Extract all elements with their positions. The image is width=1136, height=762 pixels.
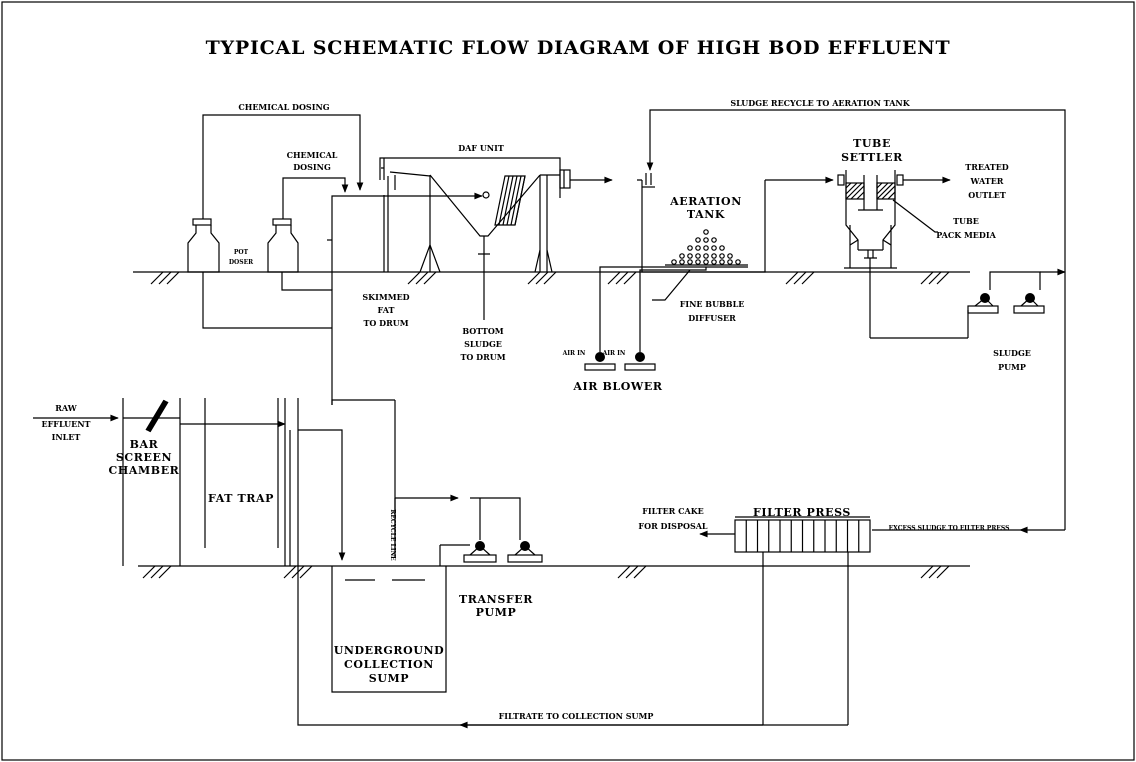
label-sludge-pump-l2: PUMP bbox=[998, 362, 1026, 372]
label-bottom-l1: BOTTOM bbox=[462, 326, 503, 336]
diagram-title: TYPICAL SCHEMATIC FLOW DIAGRAM OF HIGH B… bbox=[206, 37, 951, 59]
transfer-pump-lines bbox=[439, 497, 521, 566]
label-bottom-l2: SLUDGE bbox=[464, 339, 502, 349]
label-transfer-l1: TRANSFER bbox=[459, 593, 533, 606]
label-air-in-2: AIR IN bbox=[602, 350, 626, 357]
label-raw-l1: RAW bbox=[55, 403, 77, 413]
labels: CHEMICAL DOSING CHEMICAL DOSING POT DOSE… bbox=[42, 98, 1031, 721]
label-raw-l3: INLET bbox=[52, 432, 81, 442]
label-chemical-dosing-2-l1: CHEMICAL bbox=[287, 150, 338, 160]
ground-hatching bbox=[142, 271, 950, 579]
ground-lines bbox=[133, 271, 970, 567]
label-chemical-dosing-2-l2: DOSING bbox=[293, 162, 331, 172]
label-excess-sludge: EXCESS SLUDGE TO FILTER PRESS bbox=[889, 525, 1010, 532]
tube-settler bbox=[837, 170, 904, 269]
label-sump-l1: UNDERGROUND bbox=[334, 644, 445, 657]
label-bar-l3: CHAMBER bbox=[109, 464, 180, 477]
label-sludge-recycle: SLUDGE RECYCLE TO AERATION TANK bbox=[730, 98, 910, 108]
label-bar-l2: SCREEN bbox=[116, 451, 172, 464]
label-fine-bubble-l1: FINE BUBBLE bbox=[680, 299, 745, 309]
air-blower-1 bbox=[584, 352, 616, 371]
air-blower-lines bbox=[599, 266, 707, 352]
label-sump-l2: COLLECTION bbox=[344, 658, 434, 671]
label-tube-pack-l2: PACK MEDIA bbox=[936, 230, 996, 240]
label-filtrate: FILTRATE TO COLLECTION SUMP bbox=[499, 711, 654, 721]
label-bottom-l3: TO DRUM bbox=[460, 352, 505, 362]
sludge-pump-1 bbox=[967, 293, 999, 314]
fat-trap bbox=[180, 398, 346, 566]
label-tube-settler-l2: SETTLER bbox=[841, 151, 903, 164]
label-fat-trap: FAT TRAP bbox=[208, 492, 274, 505]
recycle-line bbox=[331, 399, 459, 558]
label-filter-press: FILTER PRESS bbox=[753, 506, 851, 519]
label-aeration-l1: AERATION bbox=[669, 195, 742, 208]
label-skimmed-l1: SKIMMED bbox=[362, 292, 409, 302]
label-bar-l1: BAR bbox=[130, 438, 159, 451]
label-raw-l2: EFFLUENT bbox=[42, 419, 91, 429]
label-air-blower: AIR BLOWER bbox=[572, 380, 662, 393]
label-chemical-dosing-1: CHEMICAL DOSING bbox=[238, 102, 329, 112]
air-blower-2 bbox=[624, 352, 656, 371]
label-recycle-line: RECYCLE LINE bbox=[389, 509, 396, 561]
tube-pack-hatching bbox=[845, 182, 896, 200]
label-treated-l3: OUTLET bbox=[968, 190, 1006, 200]
label-pot-doser-l2: DOSER bbox=[229, 259, 254, 266]
filter-press bbox=[459, 516, 871, 729]
sludge-recycle-line bbox=[646, 109, 1066, 534]
label-skimmed-l3: TO DRUM bbox=[363, 318, 408, 328]
pot-doser-1 bbox=[187, 218, 220, 273]
pot-doser-2 bbox=[267, 218, 299, 273]
bar-screen-chamber bbox=[122, 398, 181, 566]
label-treated-l1: TREATED bbox=[965, 162, 1009, 172]
daf-feed-lines bbox=[202, 192, 485, 405]
label-treated-l2: WATER bbox=[970, 176, 1004, 186]
label-skimmed-l2: FAT bbox=[378, 305, 395, 315]
label-filter-cake-l2: FOR DISPOSAL bbox=[638, 521, 708, 531]
daf-unit bbox=[379, 157, 571, 273]
label-aeration-l2: TANK bbox=[687, 208, 725, 221]
label-sludge-pump-l1: SLUDGE bbox=[993, 348, 1031, 358]
label-daf-unit: DAF UNIT bbox=[458, 143, 504, 153]
label-pot-doser-l1: POT bbox=[234, 249, 249, 256]
label-tube-pack-l1: TUBE bbox=[953, 216, 979, 226]
transfer-pump-1 bbox=[463, 541, 497, 563]
transfer-pump-2 bbox=[507, 541, 543, 563]
label-transfer-l2: PUMP bbox=[476, 606, 517, 619]
label-tube-settler-l1: TUBE bbox=[853, 137, 891, 150]
sludge-pump-2 bbox=[1013, 293, 1045, 314]
label-air-in-1: AIR IN bbox=[562, 350, 586, 357]
fine-bubble-diffuser-bubbles bbox=[671, 229, 741, 265]
tube-pack-leader bbox=[892, 199, 938, 233]
label-sump-l3: SUMP bbox=[369, 672, 409, 685]
label-filter-cake-l1: FILTER CAKE bbox=[642, 506, 704, 516]
label-fine-bubble-l2: DIFFUSER bbox=[688, 313, 736, 323]
chemical-dosing-lines bbox=[202, 114, 364, 241]
